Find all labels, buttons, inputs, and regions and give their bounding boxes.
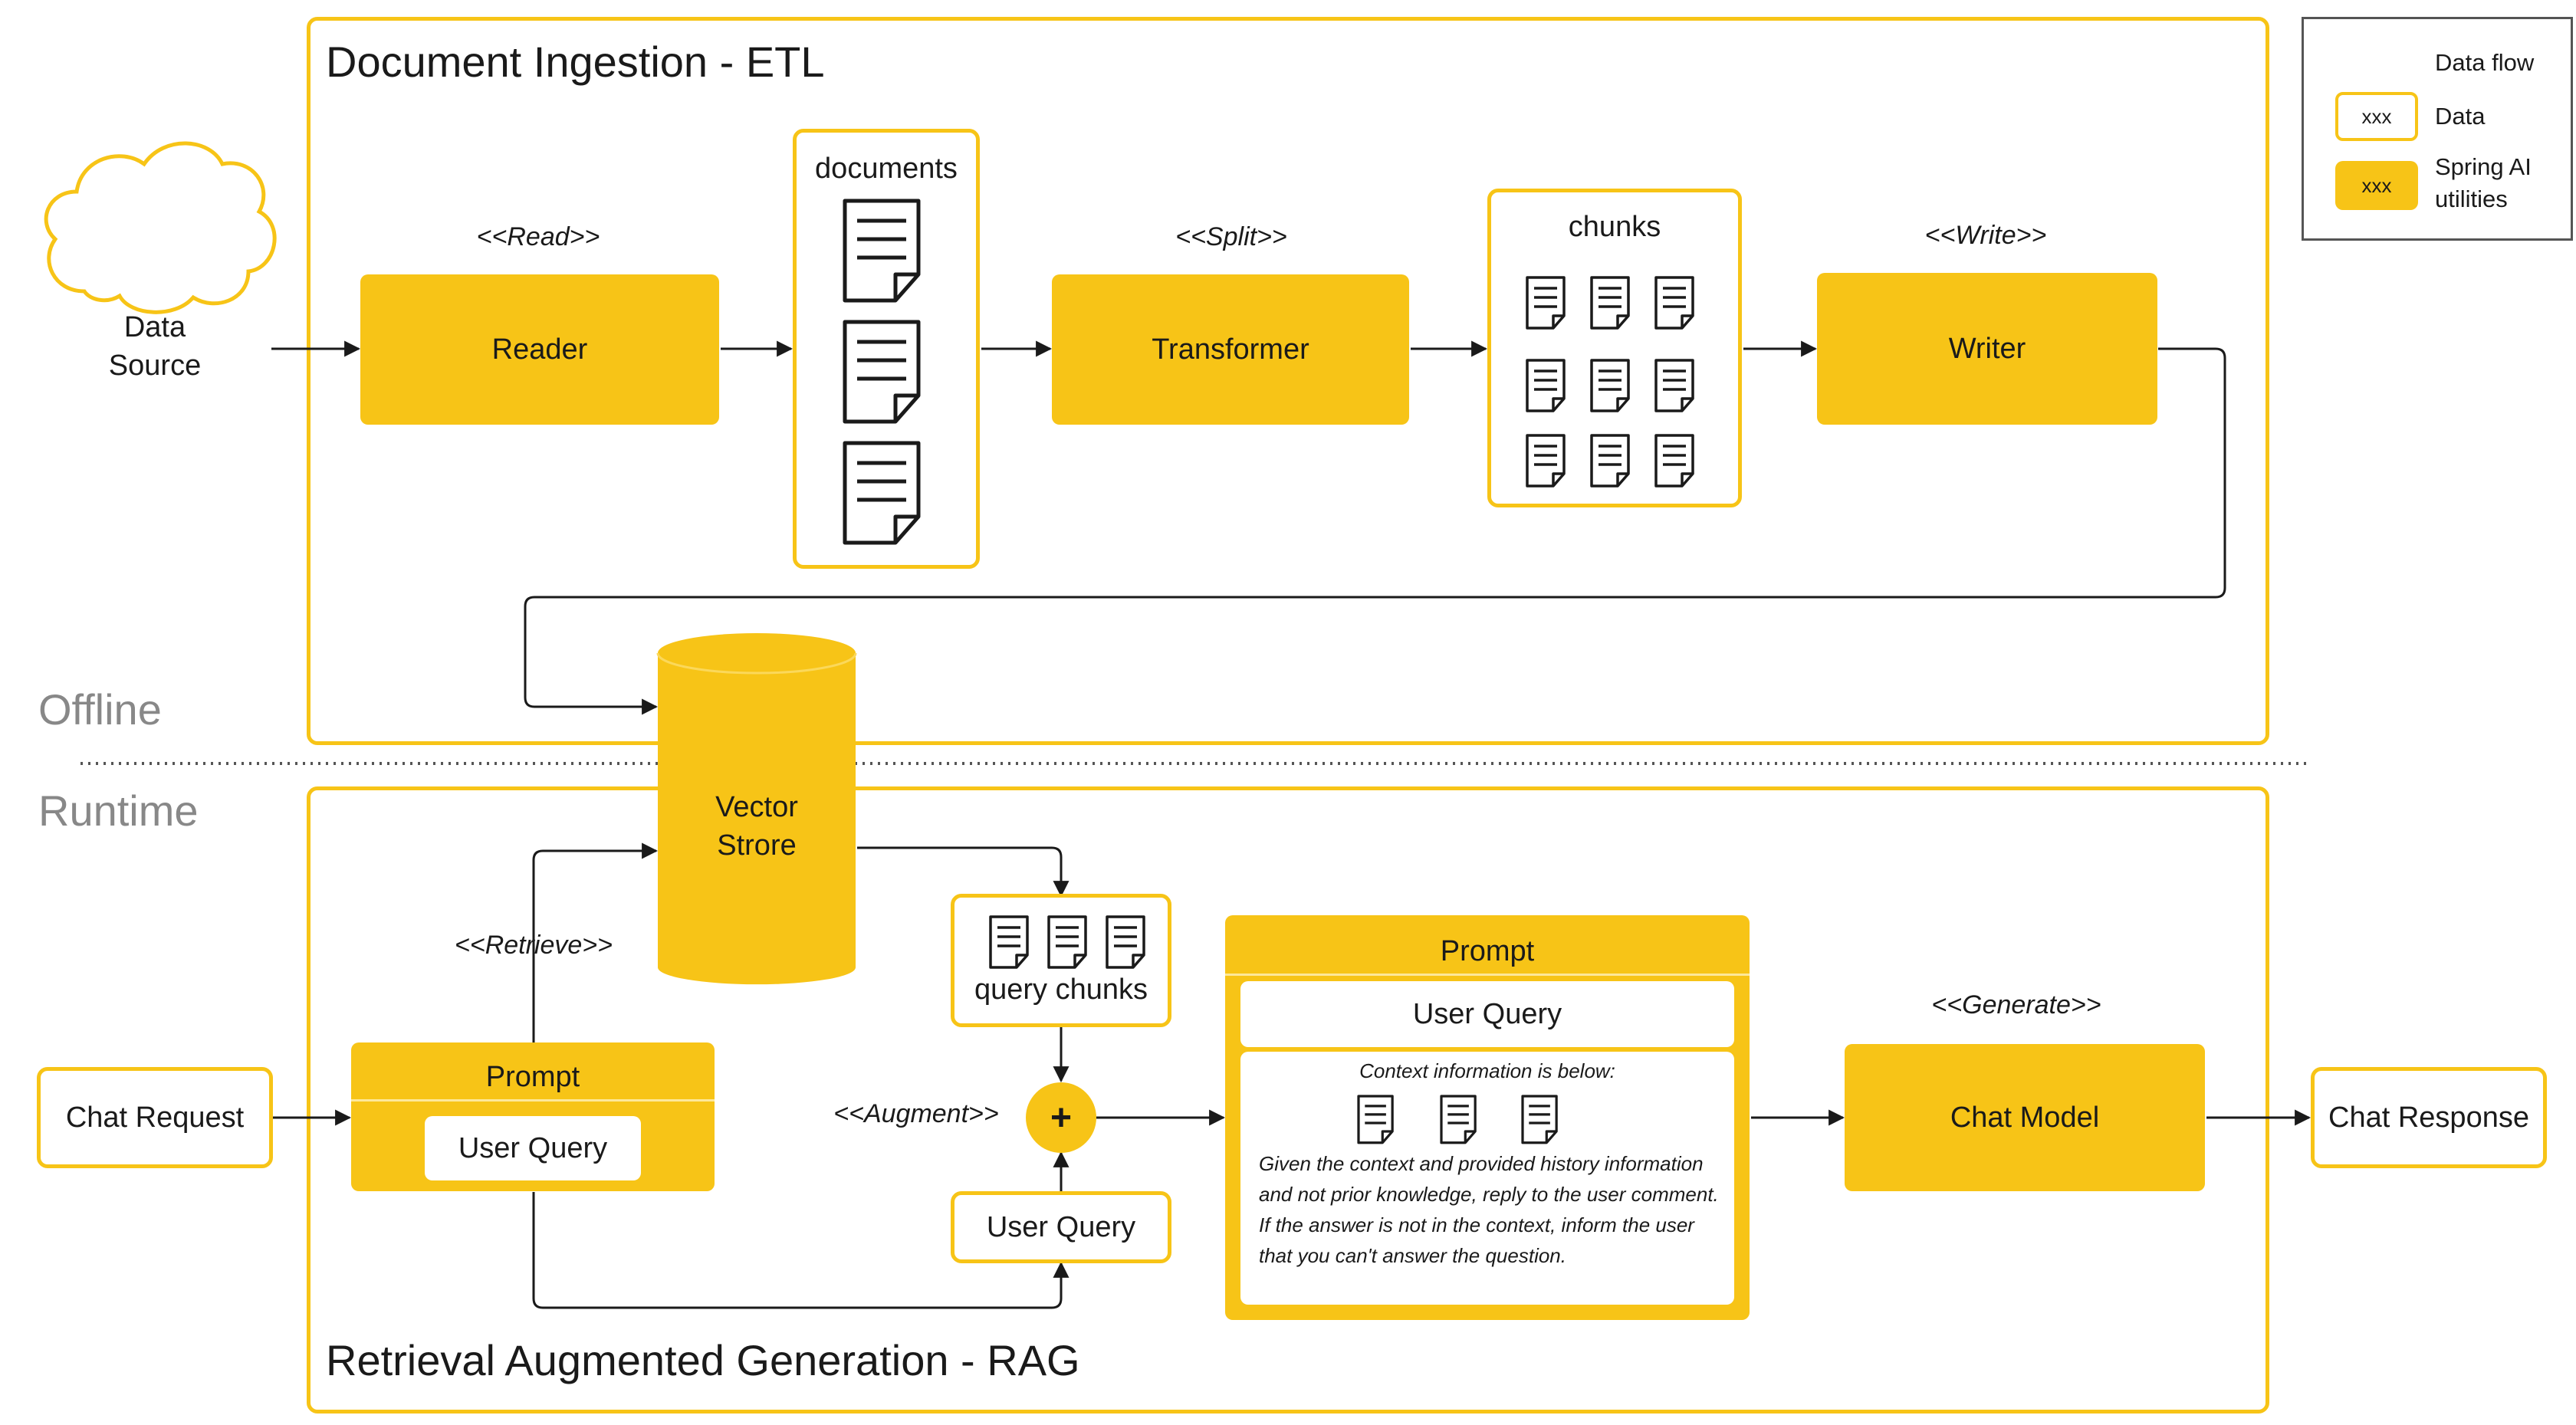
vector-store-label-2: Strore: [717, 829, 797, 862]
arrow-writer-vectorstore: [524, 347, 2226, 715]
prompt-right-box: Prompt User Query Context information is…: [1225, 915, 1750, 1320]
document-icon: [1526, 359, 1566, 412]
chat-request-label: Chat Request: [65, 1101, 245, 1134]
legend-data-swatch-text: xxx: [2361, 104, 2392, 128]
legend-spring-swatch: xxx: [2335, 161, 2418, 210]
prompt-right-divider: [1225, 974, 1750, 976]
document-icon: [1590, 434, 1630, 488]
legend-spring-label-2: utilities: [2435, 186, 2508, 212]
arrow-vectorstore-querychunks: [857, 846, 1070, 898]
offline-label: Offline: [38, 685, 162, 734]
prompt-left-query-label: User Query: [458, 1131, 608, 1164]
document-icon: [1654, 359, 1694, 412]
prompt-left-box: Prompt User Query: [351, 1042, 715, 1191]
generate-stereotype: <<Generate>>: [1931, 990, 2101, 1019]
reader-label: Reader: [491, 333, 588, 366]
legend-data-swatch: xxx: [2335, 92, 2418, 141]
transformer-label: Transformer: [1152, 333, 1309, 366]
legend-spring-label-1: Spring AI: [2435, 153, 2532, 180]
prompt-right-title: Prompt: [1440, 935, 1535, 967]
read-stereotype: <<Read>>: [476, 222, 600, 251]
augment-plus-node: +: [1026, 1082, 1096, 1153]
document-icon: [1654, 434, 1694, 488]
user-query-label: User Query: [986, 1210, 1136, 1243]
document-icon: [1654, 276, 1694, 330]
augment-stereotype: <<Augment>>: [833, 1099, 999, 1128]
chunks-label: chunks: [1568, 211, 1661, 243]
runtime-label: Runtime: [38, 786, 199, 835]
context-body: Given the context and provided history i…: [1259, 1152, 1719, 1267]
arrow-prompt-userquery: [532, 1192, 1070, 1309]
chat-model-label: Chat Model: [1950, 1101, 2100, 1134]
transformer-box: Transformer: [1052, 274, 1409, 425]
plus-icon: +: [1050, 1097, 1073, 1138]
data-source-label-2: Source: [108, 350, 202, 382]
retrieve-stereotype: <<Retrieve>>: [454, 931, 613, 960]
document-icon: [1521, 1095, 1558, 1144]
documents-label: documents: [815, 153, 958, 185]
chat-response-label: Chat Response: [2328, 1101, 2529, 1134]
write-stereotype: <<Write>>: [1924, 221, 2047, 250]
document-icon: [843, 199, 921, 303]
document-icon: [1106, 915, 1145, 969]
document-icon: [1590, 276, 1630, 330]
document-icon: [1526, 276, 1566, 330]
arrow-prompt-retrieve: [532, 842, 659, 1042]
rag-title: Retrieval Augmented Generation - RAG: [326, 1336, 1080, 1384]
document-icon: [843, 441, 921, 545]
etl-section: [307, 17, 2269, 745]
prompt-right-query: User Query: [1240, 981, 1734, 1047]
data-source-cloud: [44, 141, 277, 314]
vector-store-label-1: Vector: [715, 791, 798, 823]
chat-request-box: Chat Request: [37, 1067, 273, 1168]
writer-box: Writer: [1817, 273, 2157, 425]
user-query-box: User Query: [951, 1191, 1171, 1263]
document-icon: [1047, 915, 1087, 969]
legend-data-label: Data: [2435, 103, 2486, 130]
document-icon: [1440, 1095, 1477, 1144]
document-icon: [1357, 1095, 1394, 1144]
query-chunks-label: query chunks: [974, 974, 1148, 1006]
chat-model-box: Chat Model: [1845, 1044, 2205, 1191]
vector-store: [656, 633, 857, 985]
writer-label: Writer: [1948, 332, 2026, 365]
legend-spring-swatch-text: xxx: [2361, 173, 2392, 197]
chat-response-box: Chat Response: [2311, 1067, 2547, 1168]
document-icon: [1526, 434, 1566, 488]
document-icon: [843, 320, 921, 424]
rag-section: [307, 786, 2269, 1414]
prompt-left-query: User Query: [425, 1116, 641, 1180]
etl-title: Document Ingestion - ETL: [326, 38, 825, 86]
document-icon: [1590, 359, 1630, 412]
split-stereotype: <<Split>>: [1175, 222, 1287, 251]
prompt-left-divider: [351, 1099, 715, 1102]
context-heading: Context information is below:: [1359, 1059, 1615, 1082]
legend-data-flow-label: Data flow: [2435, 49, 2535, 76]
prompt-right-query-label: User Query: [1412, 997, 1562, 1030]
prompt-left-title: Prompt: [485, 1061, 580, 1093]
reader-box: Reader: [360, 274, 719, 425]
document-icon: [989, 915, 1029, 969]
data-source-label-1: Data: [123, 311, 186, 343]
context-panel: Context information is below: Given the …: [1240, 1052, 1734, 1305]
